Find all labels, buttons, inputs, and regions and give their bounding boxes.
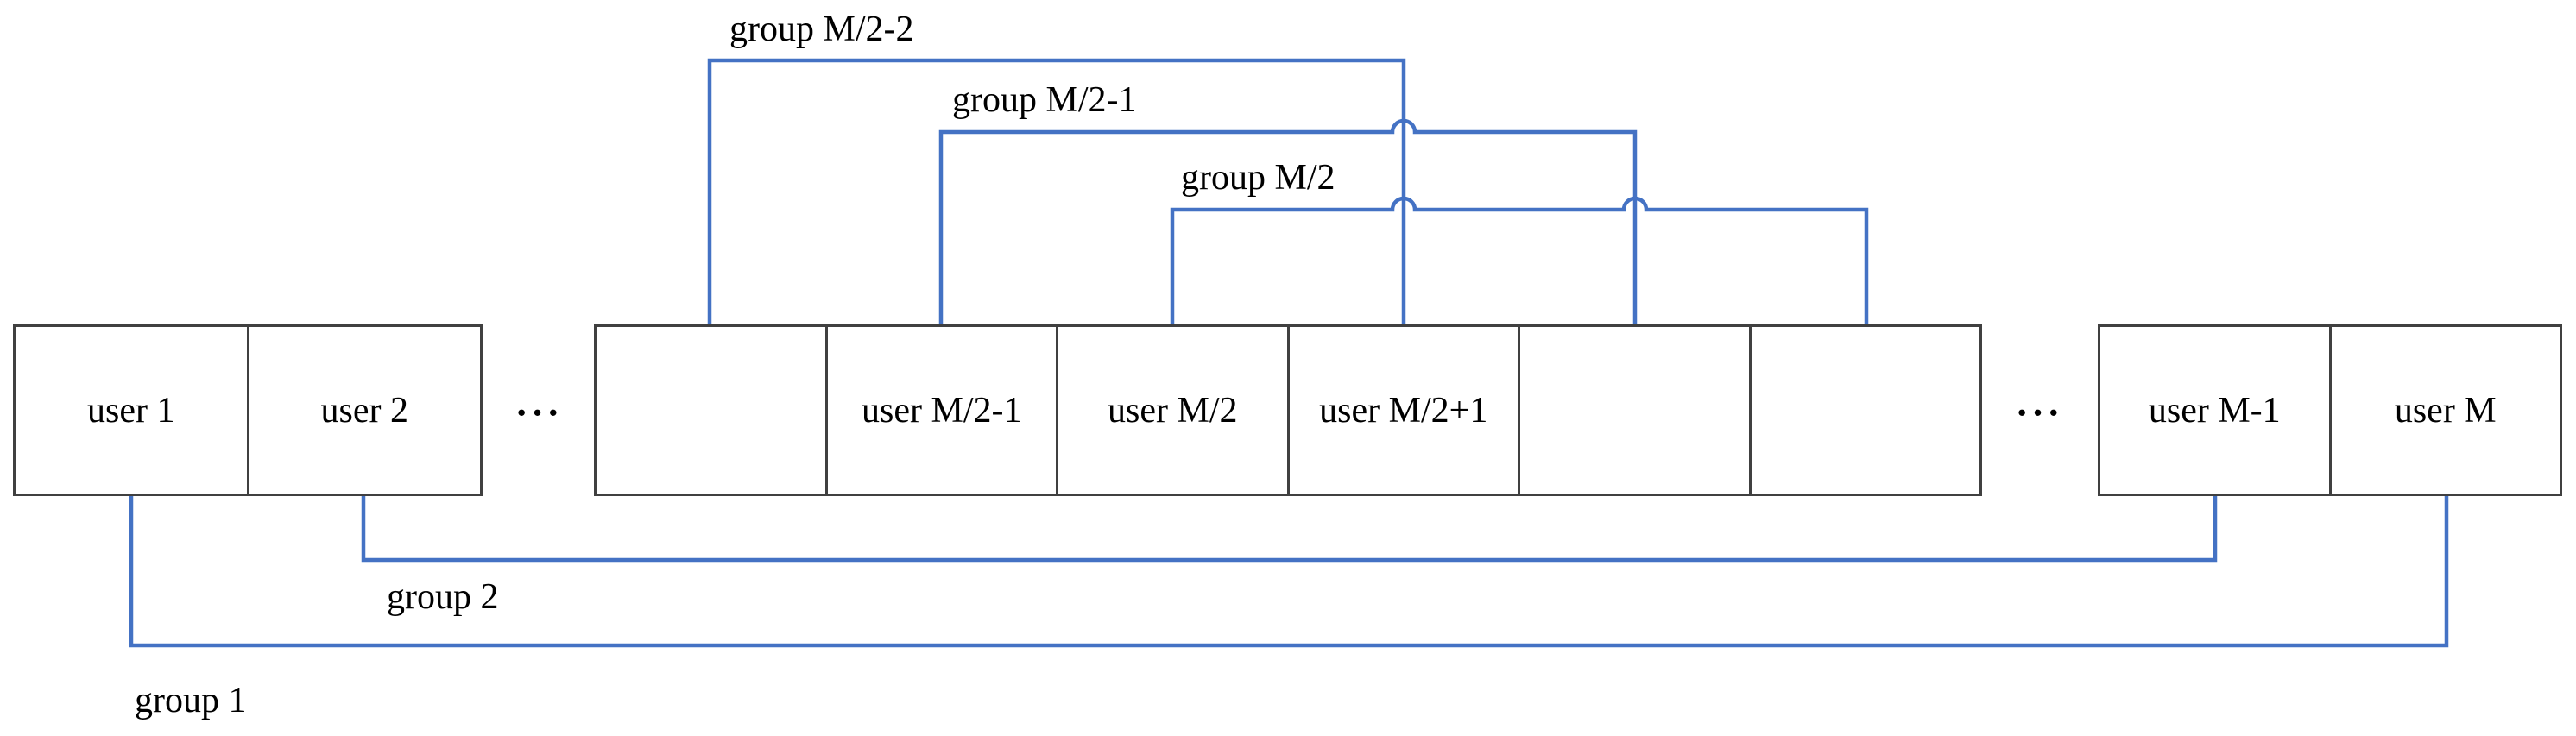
group-m2-bracket bbox=[1170, 196, 1869, 326]
user-row-middle-segment: user M/2-1 user M/2 user M/2+1 bbox=[594, 324, 1982, 496]
user-box-empty-c bbox=[1748, 324, 1982, 496]
group-2-bracket bbox=[361, 494, 2218, 563]
user-box-m2: user M/2 bbox=[1056, 324, 1290, 496]
user-box-m2-plus-1-label: user M/2+1 bbox=[1319, 390, 1488, 431]
group-m2-label: group M/2 bbox=[1181, 158, 1335, 198]
ellipsis-right: ··· bbox=[2015, 390, 2063, 435]
group-m2-minus-1-bracket bbox=[938, 118, 1638, 326]
user-box-empty-a bbox=[594, 324, 828, 496]
user-box-2-label: user 2 bbox=[320, 390, 408, 431]
group-1-bracket bbox=[129, 494, 2449, 648]
group-m2-minus-1-label: group M/2-1 bbox=[952, 80, 1137, 120]
user-box-m: user M bbox=[2328, 324, 2562, 496]
user-box-1-label: user 1 bbox=[87, 390, 175, 431]
user-box-1: user 1 bbox=[13, 324, 249, 496]
user-box-m2-minus-1: user M/2-1 bbox=[824, 324, 1058, 496]
ellipsis-left: ··· bbox=[515, 390, 563, 435]
group-1-label: group 1 bbox=[135, 681, 247, 720]
user-box-2: user 2 bbox=[246, 324, 483, 496]
user-box-empty-b bbox=[1518, 324, 1752, 496]
user-row-right-segment: user M-1 user M bbox=[2098, 324, 2562, 496]
user-box-m-minus-1-label: user M-1 bbox=[2148, 390, 2281, 431]
user-box-m2-plus-1: user M/2+1 bbox=[1286, 324, 1520, 496]
group-2-label: group 2 bbox=[387, 577, 499, 617]
user-row-left-segment: user 1 user 2 bbox=[13, 324, 483, 496]
user-box-m2-label: user M/2 bbox=[1108, 390, 1238, 431]
user-box-m-minus-1: user M-1 bbox=[2098, 324, 2332, 496]
group-m2-minus-2-label: group M/2-2 bbox=[729, 9, 914, 49]
user-box-m2-minus-1-label: user M/2-1 bbox=[862, 390, 1022, 431]
user-box-m-label: user M bbox=[2394, 390, 2497, 431]
